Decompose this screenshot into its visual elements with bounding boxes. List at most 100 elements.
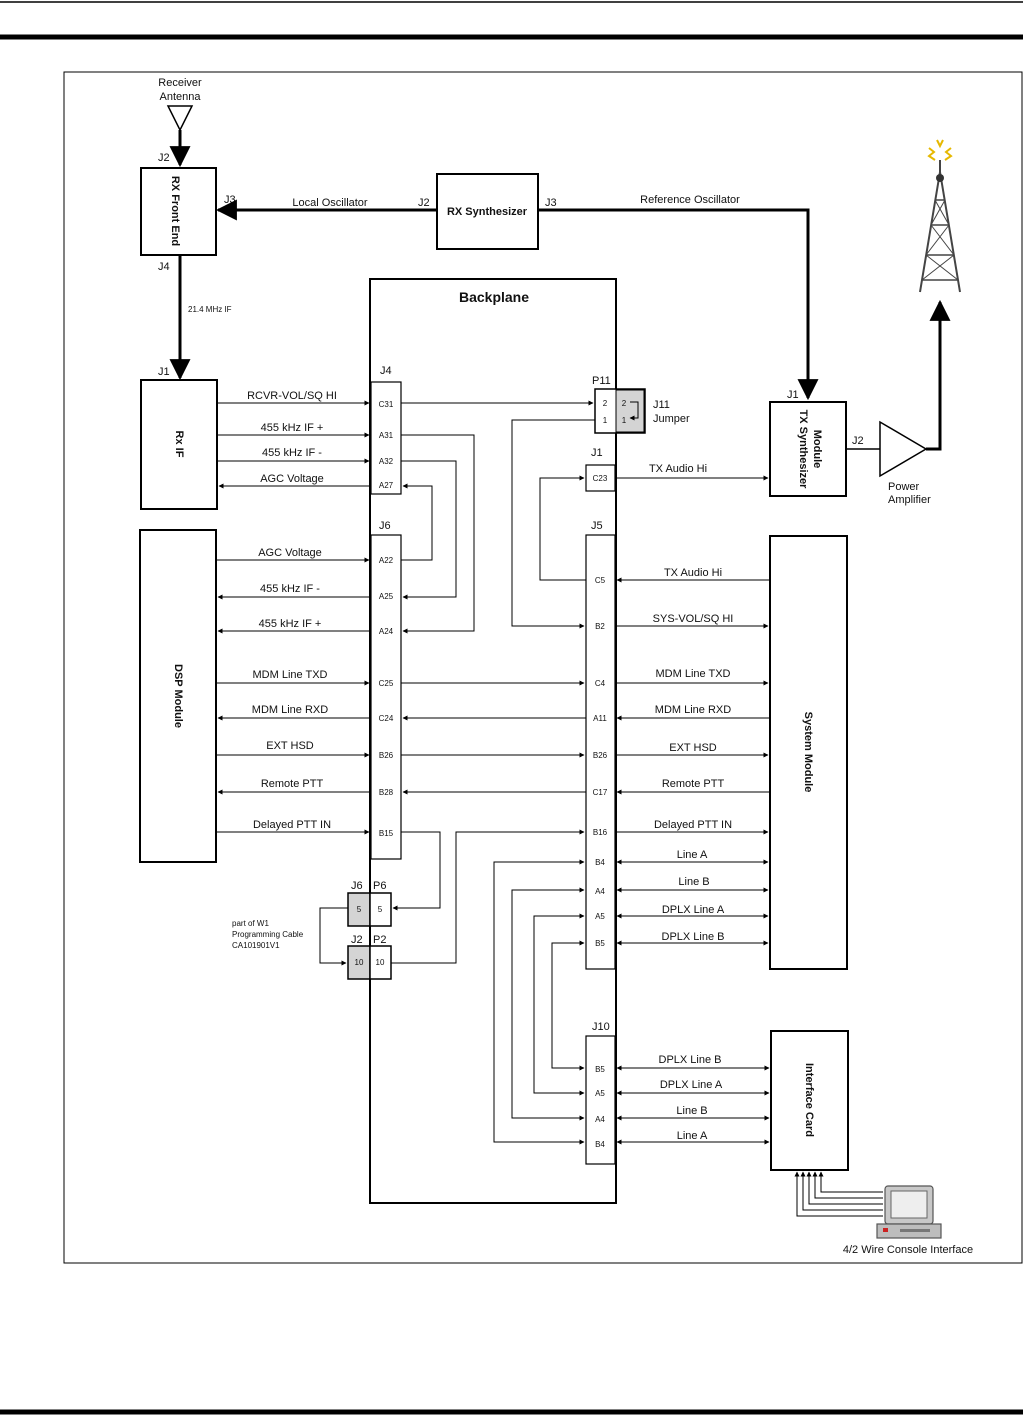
j6-pin: B26 [379,751,394,760]
bp-j10-label: J10 [592,1021,610,1033]
if-minus-label-rxif: 455 kHz IF - [262,447,322,459]
dplx-a-internal-route [533,913,585,1096]
pa-to-tower-line [926,299,951,451]
programming-cable-line [319,907,348,966]
if-minus-internal-route [401,460,457,600]
receiver-antenna-label-2: Antenna [160,91,202,103]
interface-card-box [770,1030,849,1171]
j5-pin: B2 [595,622,605,631]
jumper-label-1: J11 [653,399,670,411]
bp-j6-label: J6 [379,520,391,532]
p2-pin: 10 [376,958,385,967]
if-minus-label-dsp: 455 kHz IF - [260,583,320,595]
tx-synth-label-2: Module [811,430,823,469]
j2-p2-j2-label: J2 [351,934,363,946]
j5-pin: B26 [593,751,608,760]
if-plus-label-dsp: 455 kHz IF + [259,618,322,630]
mdm-rxd-label-sys: MDM Line RXD [655,704,731,716]
receiver-antenna-icon [166,105,194,132]
delayed-ptt-to-p6-route [392,831,441,911]
if-plus-label-rxif: 455 kHz IF + [261,422,324,434]
fe-j4-label: J4 [158,261,170,273]
figure-frame [63,71,1023,1264]
local-oscillator-label: Local Oscillator [292,197,368,209]
tx-audio-label-synth: TX Audio Hi [649,463,707,475]
j5-pin: C17 [593,788,608,797]
computer-console-icon [876,1185,942,1239]
dplx-a-label-sys: DPLX Line A [662,904,725,916]
backplane-label: Backplane [459,289,529,305]
j6-p6-p6-label: P6 [373,880,386,892]
console-wiring [794,1171,883,1217]
rx-front-end-box [140,167,217,256]
j5-pin: B5 [595,939,605,948]
line-a-label-ifc: Line A [677,1130,708,1142]
p2-to-b16-route [391,829,585,964]
p11-pin: 2 [622,399,627,408]
j4-pin: C31 [379,400,394,409]
dsp-module-label: DSP Module [172,664,184,728]
j10-pin: A4 [595,1115,605,1124]
w1-note-1: part of W1 [232,919,269,928]
ext-hsd-label-sys: EXT HSD [669,742,717,754]
rxif-j1-label: J1 [158,366,170,378]
j6-pin: A22 [379,556,394,565]
j5-pin: C5 [595,576,606,585]
j5-pin: A11 [593,714,607,723]
p11-pin: 1 [603,416,608,425]
rx-synthesizer-box [436,173,539,250]
p11-pin: 1 [622,416,627,425]
tx-synth-label-1: TX Synthesizer [797,410,809,490]
bp-j4-connector [370,381,402,495]
mdm-txd-label-dsp: MDM Line TXD [253,669,328,681]
dplx-b-label-sys: DPLX Line B [662,931,725,943]
tx-audio-label-sys: TX Audio Hi [664,567,722,579]
line-b-label-sys: Line B [678,876,709,888]
w1-note-2: Programming Cable [232,930,304,939]
j6-pin: C24 [379,714,394,723]
bp-j1-label: J1 [591,447,603,459]
j5-pin: C4 [595,679,606,688]
bp-j1-connector [585,464,616,492]
interface-card-label: Interface Card [803,1063,815,1137]
bp-j10-connector [585,1035,616,1165]
j5-pin: A4 [595,887,605,896]
j10-pin: A5 [595,1089,605,1098]
bp-j5-label: J5 [591,520,603,532]
ext-hsd-label-dsp: EXT HSD [266,740,314,752]
j6-pin: B28 [379,788,394,797]
console-label: 4/2 Wire Console Interface [843,1244,973,1256]
p2-pin: 10 [355,958,364,967]
j6-pin: A24 [379,627,394,636]
j10-pin: B5 [595,1065,605,1074]
syn-j2-label: J2 [418,197,430,209]
line-b-label-ifc: Line B [676,1105,707,1117]
rx-synthesizer-label: RX Synthesizer [447,206,528,218]
j5-pin: B16 [593,828,608,837]
j6-pin: B15 [379,829,394,838]
j6-pin: C25 [379,679,394,688]
agc-internal-route [401,483,433,561]
tx-audio-internal-route [539,475,586,581]
system-module-label: System Module [802,712,814,793]
j4-pin: A27 [379,481,394,490]
j10-pin: B4 [595,1140,605,1149]
delayed-ptt-label-dsp: Delayed PTT IN [253,819,331,831]
tx-j1-label: J1 [787,389,799,401]
bp-p11-label: P11 [592,375,611,387]
p11-pin: 2 [603,399,608,408]
p6-pin: 5 [357,905,362,914]
if-plus-internal-route [401,434,475,634]
receiver-antenna-label-1: Receiver [158,77,202,89]
sys-vol-label: SYS-VOL/SQ HI [653,613,734,625]
line-a-internal-route [493,859,585,1145]
rx-if-label: Rx IF [173,431,185,458]
w1-note-3: CA101901V1 [232,941,280,950]
mdm-txd-label-sys: MDM Line TXD [656,668,731,680]
j2-p2-p2-label: P2 [373,934,386,946]
delayed-ptt-label-sys: Delayed PTT IN [654,819,732,831]
syn-j3-label: J3 [545,197,557,209]
backplane-box [369,278,617,1204]
power-amplifier-label-1: Power [888,481,920,493]
remote-ptt-label-dsp: Remote PTT [261,778,324,790]
